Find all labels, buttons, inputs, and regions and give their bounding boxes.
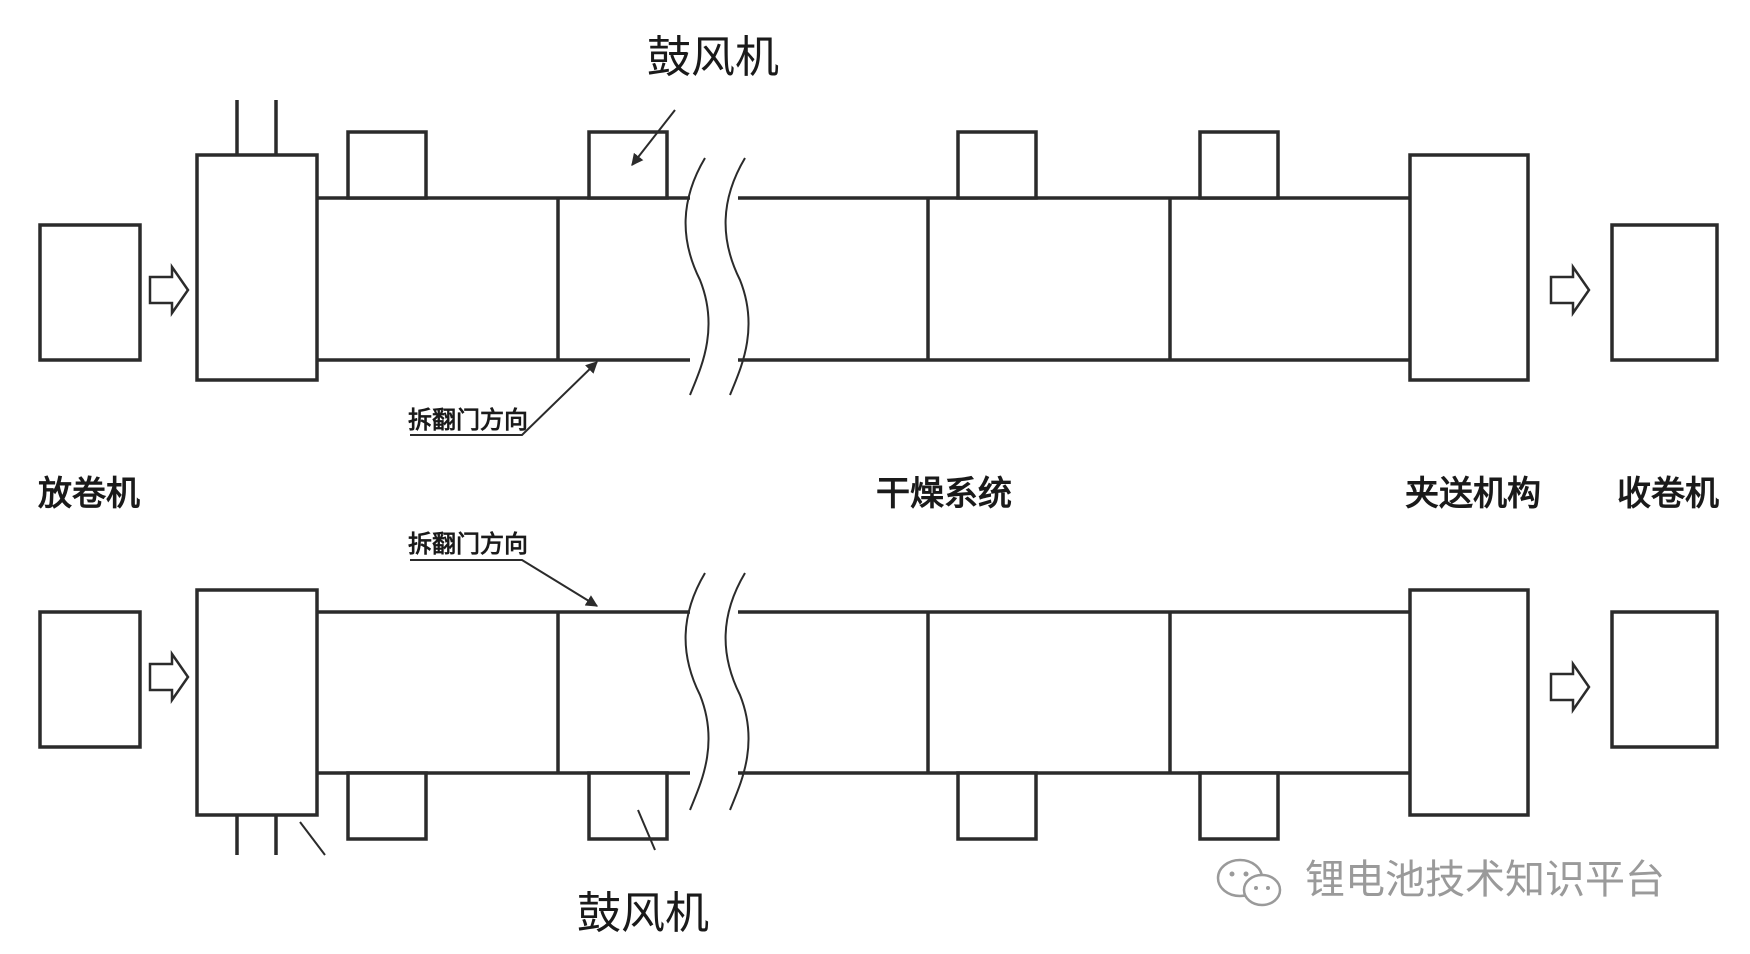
blower-leader-bottom — [637, 809, 656, 851]
rewinder-box-bottom — [1610, 610, 1719, 749]
blower-label-top: 鼓风机 — [647, 32, 779, 83]
watermark-text: 锂电池技术知识平台 — [1305, 857, 1665, 903]
hollow-arrow-icon — [148, 650, 190, 704]
rewinder-label: 收卷机 — [1617, 474, 1719, 514]
blower-4-bottom — [1198, 771, 1280, 841]
feed-unit-right-bottom — [1408, 588, 1530, 817]
wechat-icon — [1216, 858, 1282, 907]
hollow-arrow-icon — [148, 263, 190, 317]
dryer-body-right-bottom — [738, 610, 1410, 775]
unwinder-box-top — [38, 223, 142, 362]
blower-1-bottom — [346, 771, 428, 841]
watermark: 锂电池技术知识平台 — [1216, 857, 1665, 907]
door-leader-bottom — [410, 559, 599, 607]
blower-2-bottom — [587, 771, 669, 841]
blower-4-top — [1198, 130, 1280, 200]
unwinder-label: 放卷机 — [38, 474, 140, 514]
break-mark-bottom — [684, 572, 750, 811]
unwinder-box-bottom — [38, 610, 142, 749]
break-mark-top — [684, 157, 750, 396]
blower-1-top — [346, 130, 428, 200]
bottom-line — [38, 559, 1719, 856]
dryer-body-left-top — [317, 196, 690, 362]
blower-3-top — [956, 130, 1038, 200]
drying-system-label: 干燥系统 — [876, 474, 1012, 514]
pipe-leader-bottom — [299, 821, 326, 856]
top-line — [38, 100, 1719, 436]
blower-3-bottom — [956, 771, 1038, 841]
door-direction-label-bottom: 拆翻门方向 — [408, 529, 528, 558]
blower-leader-top — [631, 109, 676, 166]
feed-unit-left-top — [195, 153, 319, 382]
door-leader-top — [410, 361, 598, 436]
feed-unit-left-bottom — [195, 588, 319, 817]
dryer-body-right-top — [738, 196, 1410, 362]
hollow-arrow-icon — [1549, 263, 1591, 317]
rewinder-box-top — [1610, 223, 1719, 362]
hollow-arrow-icon — [1549, 660, 1591, 714]
blower-2-top — [587, 130, 669, 200]
feed-unit-right-top — [1408, 153, 1530, 382]
feed-mechanism-label: 夹送机构 — [1405, 474, 1541, 514]
blower-label-bottom: 鼓风机 — [577, 888, 709, 939]
door-direction-label-top: 拆翻门方向 — [408, 405, 528, 434]
dryer-body-left-bottom — [317, 610, 690, 775]
